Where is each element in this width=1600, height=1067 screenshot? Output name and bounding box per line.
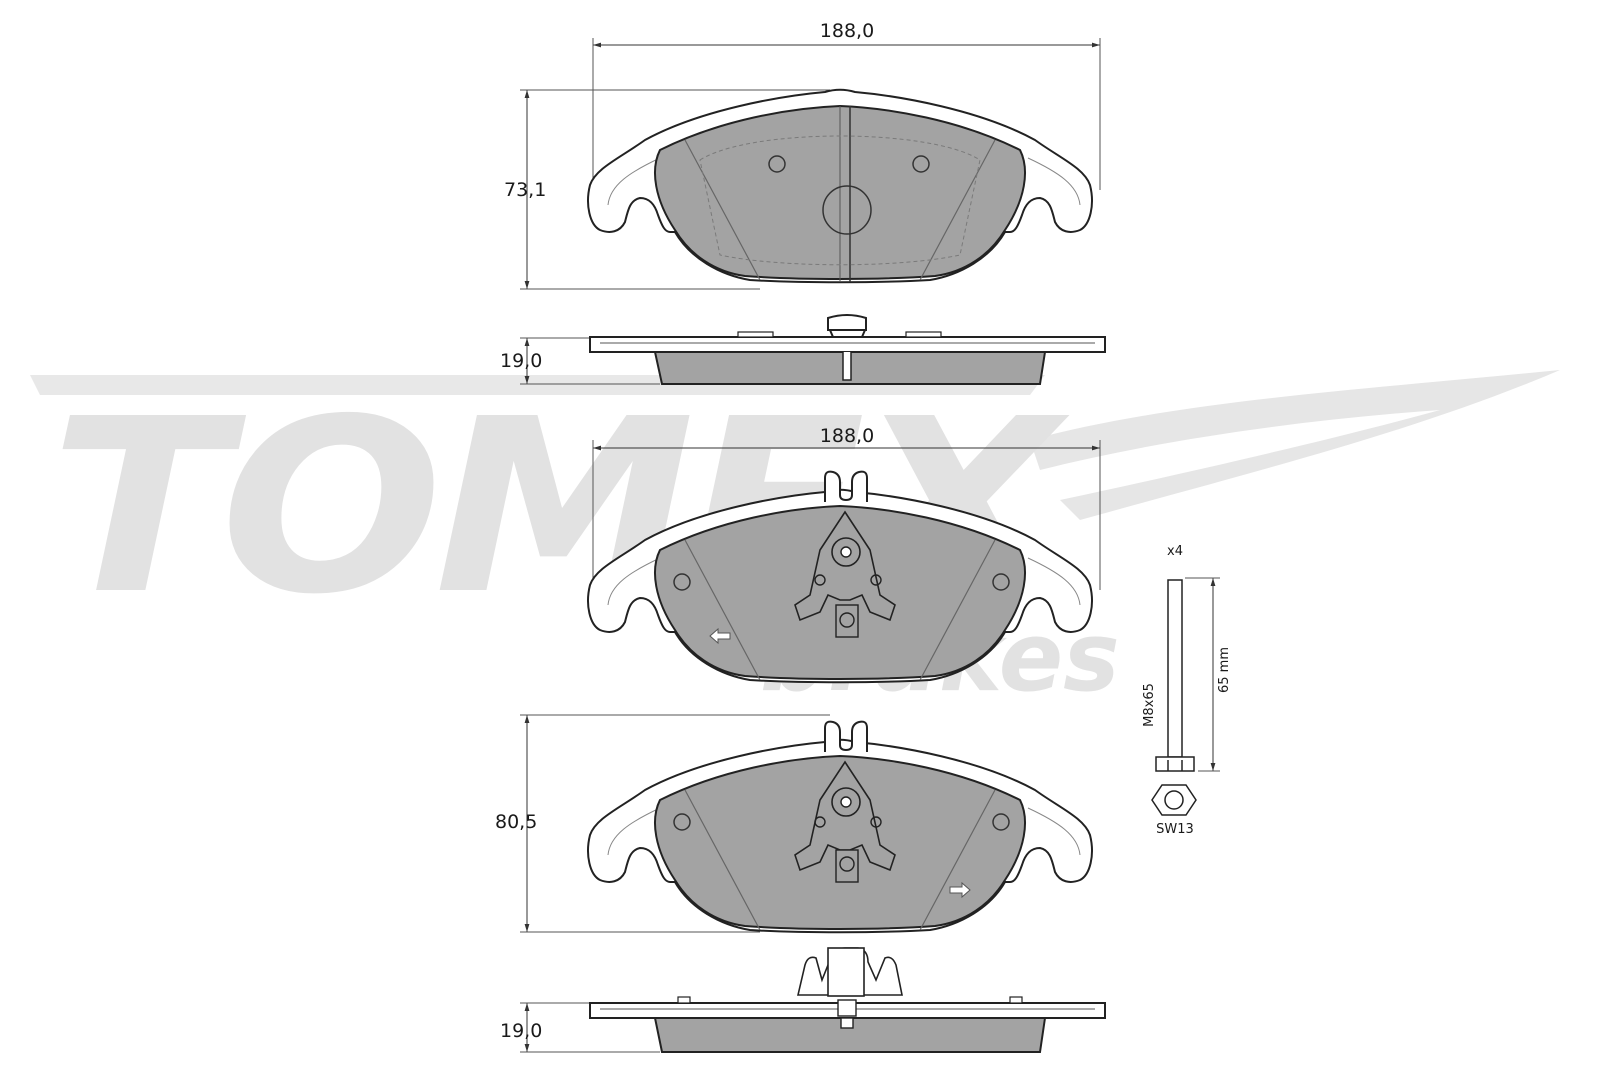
top-width-label: 188,0 bbox=[820, 20, 874, 42]
bolt-quantity-label: x4 bbox=[1167, 544, 1183, 559]
bottom-thickness-label: 19,0 bbox=[500, 1020, 542, 1042]
bolt-thread-label: M8x65 bbox=[1142, 683, 1157, 727]
top-height-label: 73,1 bbox=[504, 179, 546, 201]
pad-side-top bbox=[520, 314, 1106, 385]
bottom-height-label: 80,5 bbox=[495, 811, 537, 833]
watermark-swoosh bbox=[1030, 370, 1560, 520]
bolt-length-label: 65 mm bbox=[1217, 647, 1232, 693]
wrench-size-label: SW13 bbox=[1156, 822, 1194, 837]
pad-view-middle bbox=[587, 440, 1101, 684]
middle-width-label: 188,0 bbox=[820, 425, 874, 447]
pad-view-top bbox=[520, 38, 1101, 290]
pad-side-bottom bbox=[520, 947, 1106, 1053]
top-thickness-label: 19,0 bbox=[500, 350, 542, 372]
bolt-drawing bbox=[1151, 577, 1220, 816]
pad-view-bottom bbox=[520, 714, 1093, 934]
